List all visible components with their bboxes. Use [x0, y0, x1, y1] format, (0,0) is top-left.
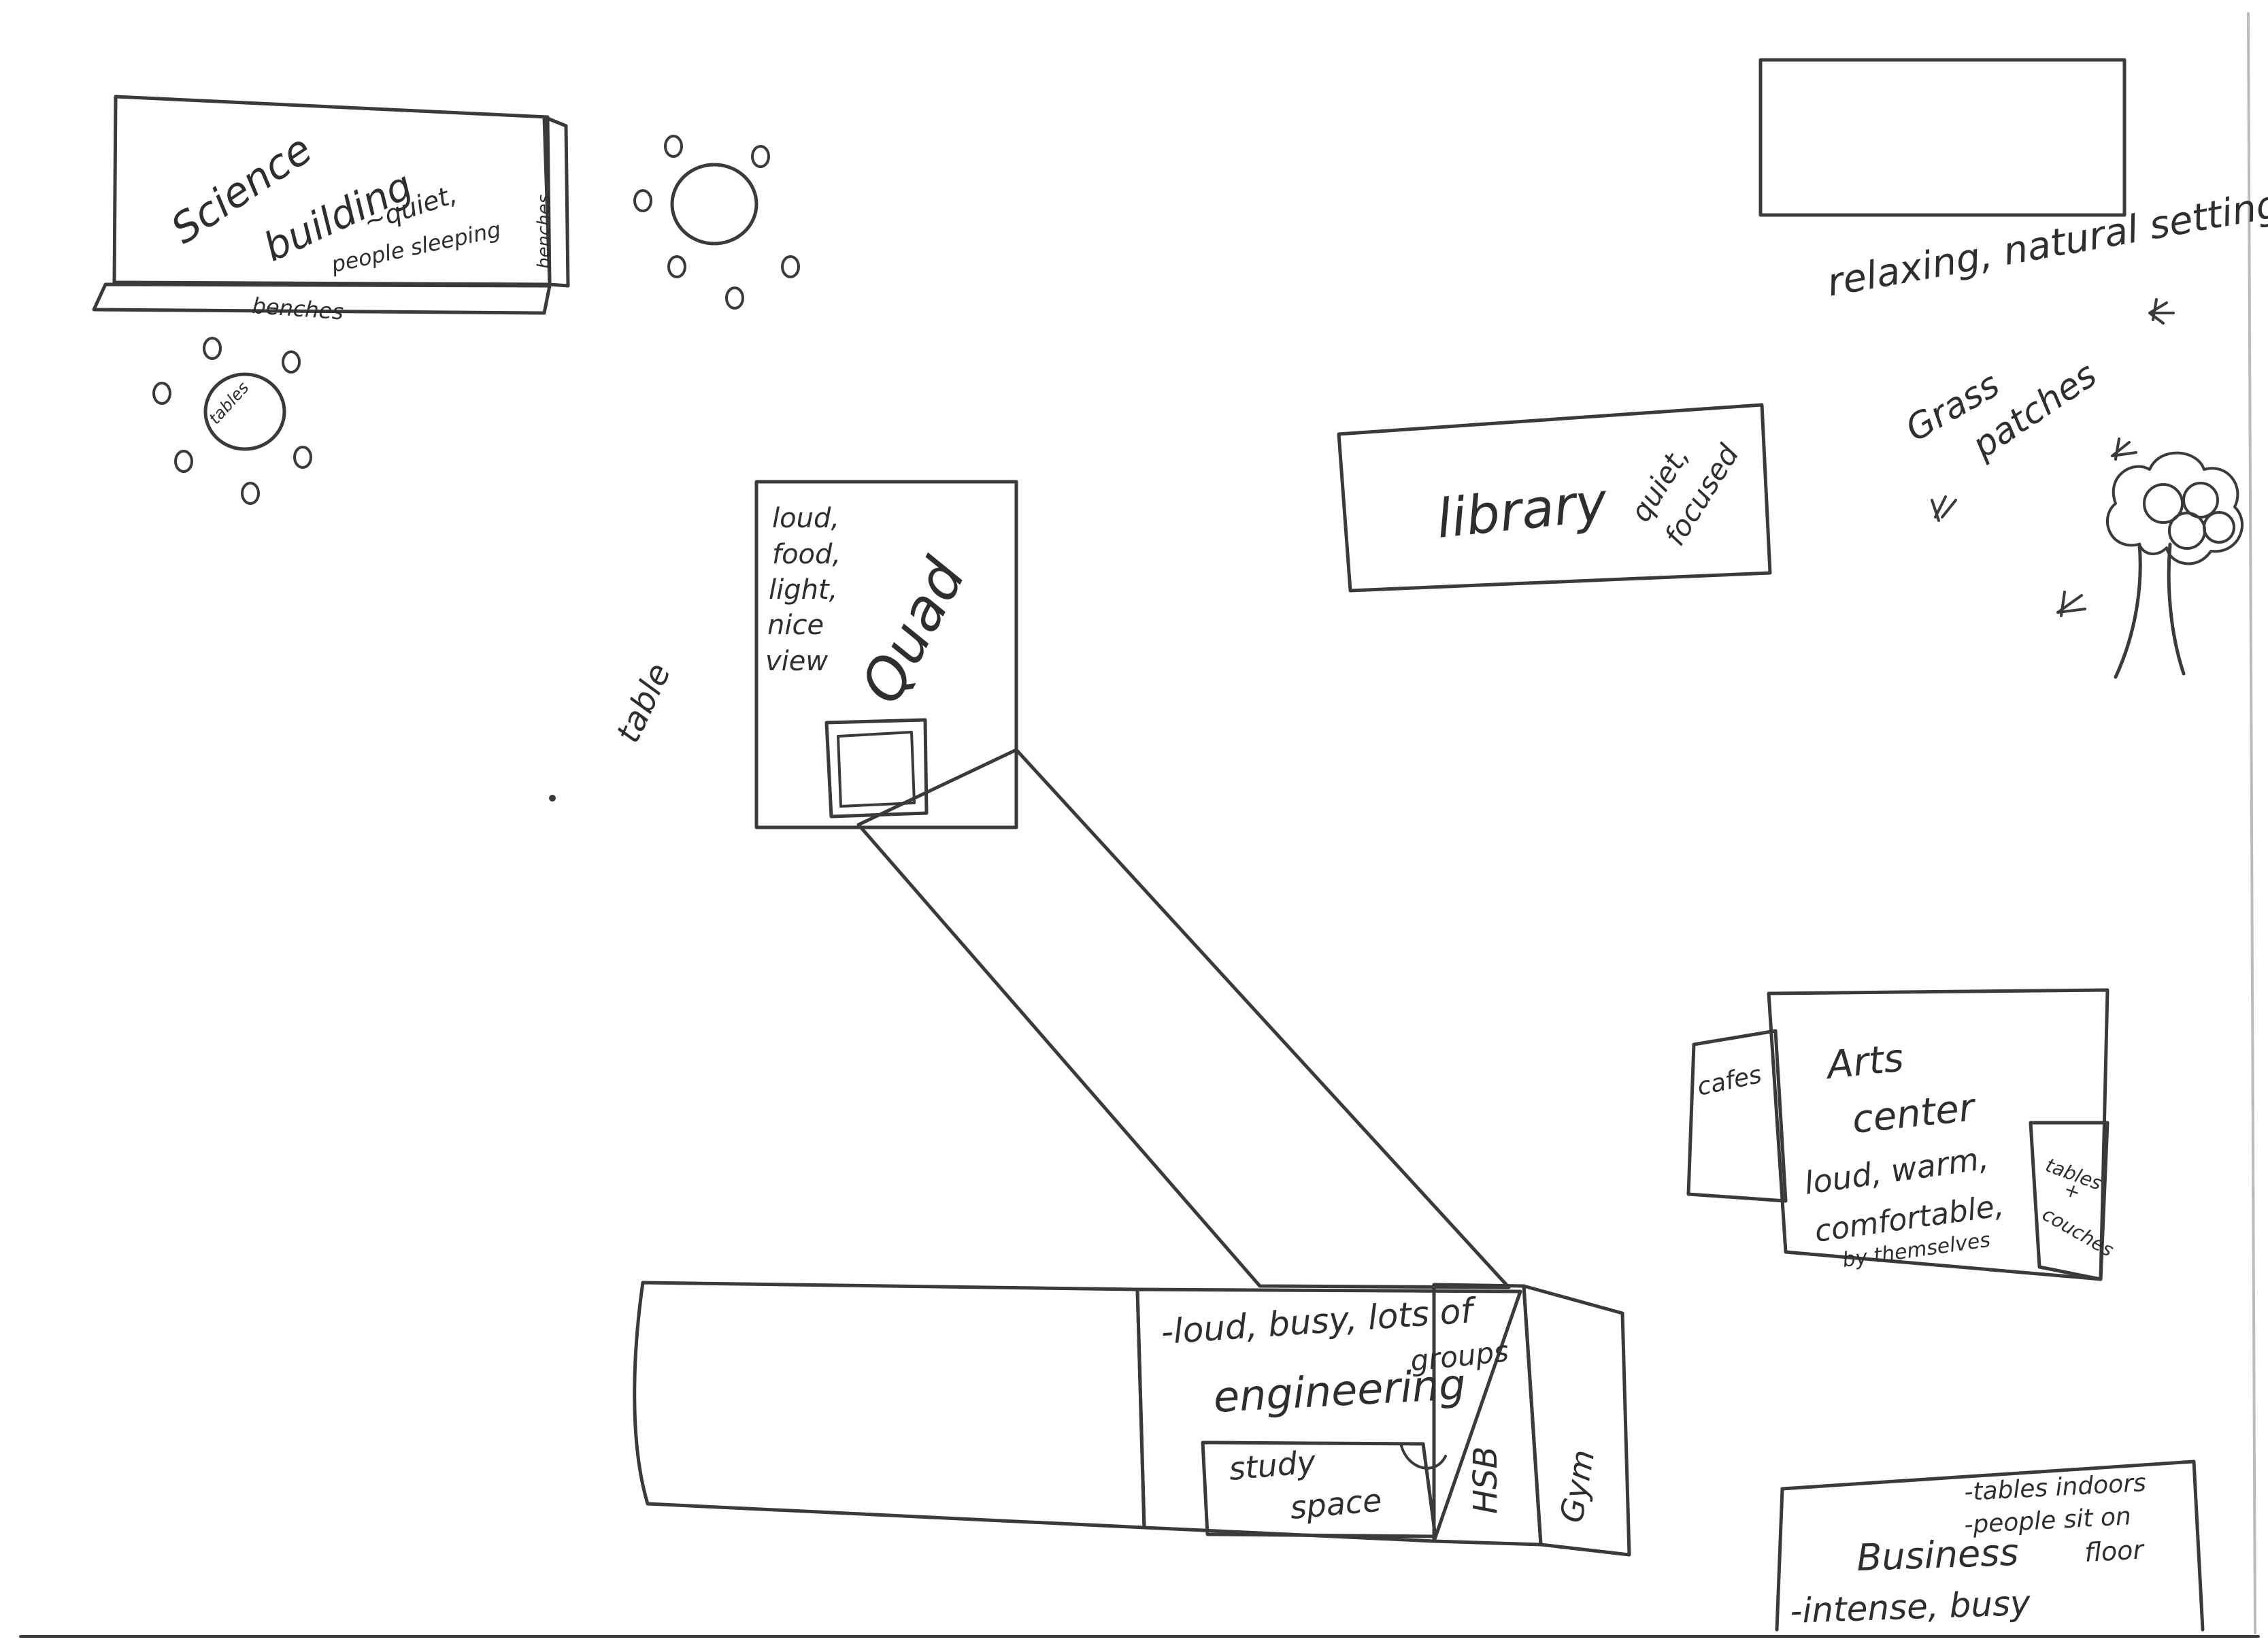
science-side-benches [542, 115, 570, 288]
chair-icon [241, 482, 260, 505]
quad-name: Quad [848, 548, 978, 714]
grass-tuft-icon [2056, 591, 2086, 617]
chair-icon [751, 145, 770, 168]
library-outline [1337, 403, 1772, 593]
chair-icon [293, 446, 312, 469]
quad: loud, food, light, nice view Quad [754, 480, 1018, 829]
arts-name-line2: center [1850, 1085, 1979, 1142]
chair-icon [667, 255, 686, 278]
hsb-label: HSB [1467, 1447, 1505, 1515]
grass-patches [1931, 298, 2175, 617]
library-name: library [1434, 472, 1612, 550]
arts-center: cafes Arts center loud, warm, comfortabl… [1686, 988, 2118, 1281]
arts-tables-area [2029, 1121, 2109, 1281]
chair-icon [174, 450, 193, 473]
science-building: Science building ~quiet, people sleeping… [92, 95, 570, 325]
quad-fountain-inner [837, 731, 916, 808]
science-bottom-benches [92, 282, 552, 315]
library: library quiet, focused [1337, 403, 1772, 593]
business-note-line3: floor [2084, 1534, 2146, 1568]
table-circle [670, 163, 758, 246]
paper-right-edge [2247, 12, 2256, 1634]
arts-note-line1: loud, warm, [1802, 1139, 1991, 1201]
engineering-long-wing [633, 1281, 1146, 1530]
gym-building [1522, 1284, 1631, 1557]
engineering-name: engineering [1212, 1359, 1467, 1422]
science-benches-side-label: benches [534, 195, 554, 269]
chair-icon [633, 189, 652, 212]
grass-tuft-icon [2148, 298, 2175, 325]
tree-leaf-cluster [2168, 512, 2206, 550]
business-note-line4: -intense, busy [1789, 1583, 2032, 1631]
quad-fountain-outer [824, 718, 929, 819]
grass-tuft-icon [1931, 495, 1957, 522]
chair-icon [725, 286, 744, 310]
tree-canopy [2105, 451, 2244, 565]
door-arc [1400, 1445, 1447, 1470]
tree-leaf-cluster [2182, 482, 2219, 518]
quad-note-line1: loud, [772, 503, 839, 534]
quad-note-line5: view [765, 646, 828, 677]
arts-tables-line3: couches [2039, 1202, 2118, 1261]
walkway-path [856, 748, 1511, 1289]
tree-trunk [2114, 542, 2186, 679]
nature-note: relaxing, natural setting [1824, 182, 2268, 306]
chair-icon [152, 382, 171, 405]
science-tables-cluster: tables [152, 337, 312, 505]
tree-icon [2105, 451, 2244, 679]
grass-tuft-icon [2111, 438, 2137, 461]
gym-label: Gym [1553, 1447, 1602, 1525]
arts-cafes-label: cafes [1695, 1061, 1764, 1102]
engineering-complex: -loud, busy, lots of groups engineering … [633, 1281, 1631, 1557]
chair-icon [203, 337, 222, 360]
study-space-line2: space [1288, 1481, 1383, 1526]
business-name: Business [1856, 1531, 2019, 1579]
arts-cafes-wing [1686, 1029, 1788, 1203]
business-outline [1775, 1460, 2205, 1632]
chair-icon [781, 255, 800, 278]
tree-leaf-cluster [2143, 483, 2184, 524]
quad-note-line3: light, [769, 574, 837, 606]
quad-note-line2: food, [772, 539, 841, 570]
business-building: -tables indoors -people sit on floor Bus… [1775, 1460, 2205, 1632]
study-space-line1: study [1227, 1443, 1318, 1487]
tables-label: tables [205, 378, 253, 428]
science-benches-bottom-label: benches [251, 293, 344, 325]
ink-dot [549, 795, 556, 802]
natural-area-building [1758, 58, 2127, 217]
tree-leaf-cluster [2203, 511, 2235, 544]
quad-note-line4: nice [767, 610, 824, 641]
table-circle [203, 372, 286, 451]
quad-outline [754, 480, 1018, 829]
table-cluster [633, 135, 800, 310]
quad-table-label: table [609, 657, 678, 748]
chair-icon [664, 135, 683, 158]
arts-name-line1: Arts [1823, 1036, 1906, 1089]
chair-icon [282, 350, 301, 374]
